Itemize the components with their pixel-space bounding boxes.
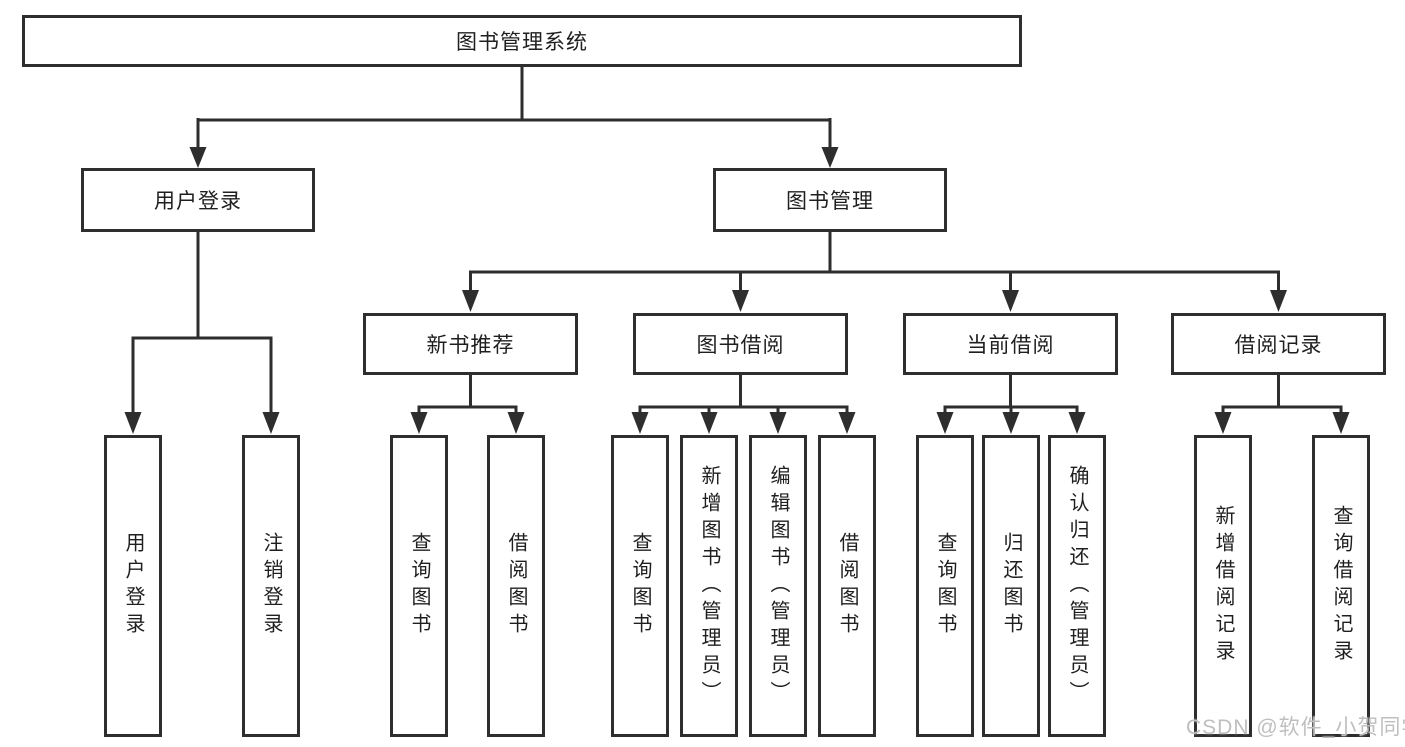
leaf-cb-query-books: 查询图书	[916, 435, 974, 737]
node-new-book-recommend: 新书推荐	[363, 313, 578, 375]
node-book-borrowing: 图书借阅	[633, 313, 848, 375]
leaf-br-add-record-label: 新增借阅记录	[1212, 505, 1234, 667]
node-user-login: 用户登录	[81, 168, 315, 232]
leaf-bb-add-books-admin-label: 新增图书（管理员）	[698, 464, 720, 708]
leaf-nbr-query-books-label: 查询图书	[408, 532, 430, 640]
node-book-borrowing-label: 图书借阅	[696, 334, 785, 357]
leaf-br-query-record: 查询借阅记录	[1312, 435, 1370, 737]
node-root-label: 图书管理系统	[456, 31, 588, 54]
leaf-bb-edit-books-admin: 编辑图书（管理员）	[749, 435, 807, 737]
node-borrowing-records: 借阅记录	[1171, 313, 1386, 375]
leaf-bb-query-books-label: 查询图书	[629, 532, 651, 640]
leaf-bb-borrow-books: 借阅图书	[818, 435, 876, 737]
node-new-book-recommend-label: 新书推荐	[426, 334, 515, 357]
leaf-logout: 注销登录	[242, 435, 300, 737]
leaf-cb-confirm-return-admin: 确认归还（管理员）	[1048, 435, 1106, 737]
node-book-management: 图书管理	[713, 168, 947, 232]
leaf-nbr-borrow-books: 借阅图书	[487, 435, 545, 737]
leaf-cb-confirm-return-admin-label: 确认归还（管理员）	[1066, 464, 1088, 708]
node-user-login-label: 用户登录	[154, 190, 242, 213]
node-root: 图书管理系统	[22, 15, 1022, 67]
node-borrowing-records-label: 借阅记录	[1234, 334, 1323, 357]
leaf-cb-return-books: 归还图书	[982, 435, 1040, 737]
node-current-borrowing-label: 当前借阅	[966, 334, 1055, 357]
leaf-cb-return-books-label: 归还图书	[1000, 532, 1022, 640]
csdn-watermark: CSDN @软件_小贺同学	[1186, 716, 1405, 739]
leaf-bb-edit-books-admin-label: 编辑图书（管理员）	[767, 464, 789, 708]
leaf-bb-query-books: 查询图书	[611, 435, 669, 737]
leaf-bb-add-books-admin: 新增图书（管理员）	[680, 435, 738, 737]
leaf-br-add-record: 新增借阅记录	[1194, 435, 1252, 737]
leaf-br-query-record-label: 查询借阅记录	[1330, 505, 1352, 667]
leaf-bb-borrow-books-label: 借阅图书	[836, 532, 858, 640]
leaf-nbr-query-books: 查询图书	[390, 435, 448, 737]
leaf-cb-query-books-label: 查询图书	[934, 532, 956, 640]
leaf-logout-label: 注销登录	[260, 532, 282, 640]
leaf-nbr-borrow-books-label: 借阅图书	[505, 532, 527, 640]
node-book-management-label: 图书管理	[786, 190, 874, 213]
node-current-borrowing: 当前借阅	[903, 313, 1118, 375]
leaf-user-login: 用户登录	[104, 435, 162, 737]
arrowheads	[124, 147, 1350, 434]
leaf-user-login-label: 用户登录	[122, 532, 144, 640]
